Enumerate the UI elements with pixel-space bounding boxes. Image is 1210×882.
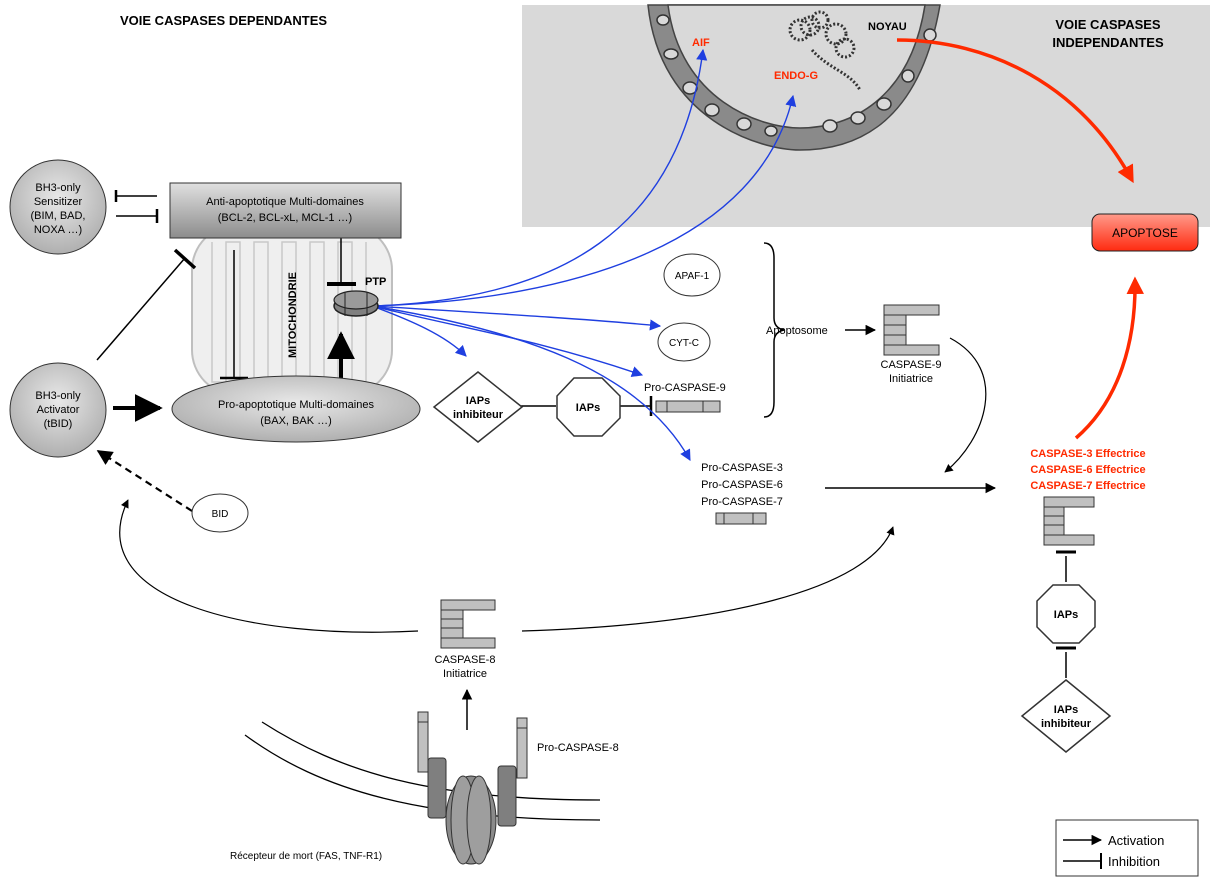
caspase7-effector-label: CASPASE-7 Effectrice xyxy=(1030,480,1145,492)
apoptosome-label: Apoptosome xyxy=(766,325,828,337)
iaps-octagon-center xyxy=(556,377,621,437)
dna-coil xyxy=(788,10,862,91)
bh3-sensitizer-circle xyxy=(9,159,107,255)
pro-caspase-effectors-bar xyxy=(715,512,767,525)
aif-label: AIF xyxy=(692,37,710,49)
caspase6-effector-label: CASPASE-6 Effectrice xyxy=(1030,464,1145,476)
pro-caspase7-label: Pro-CASPASE-7 xyxy=(701,496,783,508)
pro-apoptotic-line2: (BAX, BAK …) xyxy=(260,415,332,427)
pro-caspase6-label: Pro-CASPASE-6 xyxy=(701,479,783,491)
activator-line3: (tBID) xyxy=(44,418,73,430)
pro-caspase8-label: Pro-CASPASE-8 xyxy=(537,742,619,754)
activator-line1: BH3-only xyxy=(35,390,81,402)
pro-caspase9-bar xyxy=(655,400,721,413)
iaps-right-label: IAPs xyxy=(1054,609,1078,621)
bid-label: BID xyxy=(212,509,229,520)
death-receptor xyxy=(417,711,528,865)
caspase8-glyph xyxy=(440,599,496,649)
caspase9-glyph xyxy=(883,304,940,356)
sensitizer-line3: (BIM, BAD, xyxy=(30,210,85,222)
iaps-center-label: IAPs xyxy=(576,402,600,414)
apoptose-label: APOPTOSE xyxy=(1112,226,1178,240)
pro-caspase3-label: Pro-CASPASE-3 xyxy=(701,462,783,474)
iaps-octagon-right xyxy=(1036,584,1096,644)
anti-apoptotic-line2: (BCL-2, BCL-xL, MCL-1 …) xyxy=(218,212,352,224)
effector-caspase-glyph xyxy=(1043,496,1095,546)
black-connectors xyxy=(96,190,1076,821)
anti-apoptotic-line1: Anti-apoptotique Multi-domaines xyxy=(206,196,364,208)
legend xyxy=(1055,819,1199,877)
iaps-inhibitor-left-line1: IAPs xyxy=(466,395,490,407)
bh3-activator-circle xyxy=(9,362,107,458)
iaps-inhibitor-diamond-left xyxy=(432,371,524,443)
iaps-inhibitor-left-line2: inhibiteur xyxy=(453,409,504,421)
pro-caspase9-label: Pro-CASPASE-9 xyxy=(644,382,726,394)
iaps-inhibitor-right-line2: inhibiteur xyxy=(1041,718,1092,730)
apoptose-box xyxy=(1091,213,1199,252)
apaf1-ellipse xyxy=(663,253,721,297)
activator-line2: Activator xyxy=(37,404,80,416)
pro-apoptotic-line1: Pro-apoptotique Multi-domaines xyxy=(218,399,374,411)
nuclear-pores xyxy=(656,14,937,137)
sensitizer-line1: BH3-only xyxy=(35,182,81,194)
caspase3-effector-label: CASPASE-3 Effectrice xyxy=(1030,448,1145,460)
title-dependent: VOIE CASPASES DEPENDANTES xyxy=(120,13,327,28)
caspase8-line1: CASPASE-8 xyxy=(435,654,496,666)
apaf1-label: APAF-1 xyxy=(675,271,710,282)
cytc-ellipse xyxy=(657,322,711,362)
labels: VOIE CASPASES DEPENDANTES VOIE CASPASES … xyxy=(30,13,1177,869)
nucleus-region xyxy=(522,4,1210,227)
ptp-channel xyxy=(333,290,379,317)
caspase9-line1: CASPASE-9 xyxy=(881,359,942,371)
bid-ellipse xyxy=(191,493,249,533)
sensitizer-line2: Sensitizer xyxy=(34,196,83,208)
legend-activation-label: Activation xyxy=(1108,833,1164,848)
caspase9-line2: Initiatrice xyxy=(889,373,933,385)
sensitizer-line4: NOXA …) xyxy=(34,224,82,236)
nucleus-label: NOYAU xyxy=(868,21,907,33)
title-independent-line2: INDEPENDANTES xyxy=(1052,35,1164,50)
red-arrows xyxy=(896,38,1144,440)
title-independent-line1: VOIE CASPASES xyxy=(1055,17,1161,32)
endog-label: ENDO-G xyxy=(774,70,818,82)
iaps-inhibitor-diamond-right xyxy=(1020,679,1112,753)
receptor-label: Récepteur de mort (FAS, TNF-R1) xyxy=(230,851,382,862)
cytc-label: CYT-C xyxy=(669,338,699,349)
blue-release-arrows xyxy=(371,48,797,461)
anti-apoptotic-box xyxy=(169,182,402,239)
legend-inhibition-label: Inhibition xyxy=(1108,854,1160,869)
mitochondrie-label: MITOCHONDRIE xyxy=(287,272,299,358)
caspase8-line2: Initiatrice xyxy=(443,668,487,680)
iaps-inhibitor-right-line1: IAPs xyxy=(1054,704,1078,716)
pro-apoptotic-ellipse xyxy=(171,375,421,443)
ptp-label: PTP xyxy=(365,276,386,288)
nucleoplasm xyxy=(667,4,926,129)
